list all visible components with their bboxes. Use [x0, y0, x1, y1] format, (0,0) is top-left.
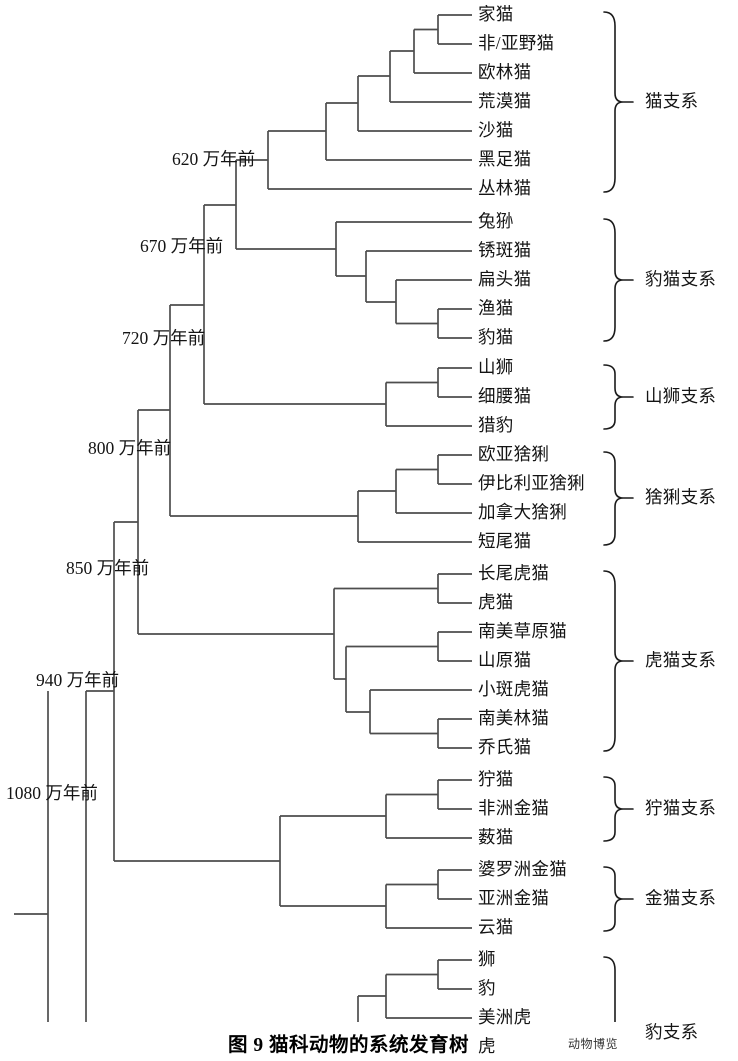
tip-label-11: 豹猫	[478, 327, 514, 347]
time-label-850: 850 万年前	[66, 558, 150, 578]
tip-label-0: 家猫	[478, 4, 514, 24]
brace-lynx	[603, 451, 634, 546]
tip-label-33: 豹	[478, 978, 496, 998]
tip-label-12: 山狮	[478, 357, 514, 377]
tip-label-4: 沙猫	[478, 120, 514, 140]
clade-label-panthera: 豹支系	[645, 1022, 699, 1042]
phylogenetic-tree-graphic	[14, 11, 634, 1022]
tip-label-7: 兔狲	[478, 211, 514, 231]
tip-label-9: 扁头猫	[478, 269, 532, 289]
brace-cat	[603, 11, 634, 193]
tip-label-3: 荒漠猫	[478, 91, 532, 111]
tip-label-35: 虎	[478, 1036, 496, 1056]
tip-label-18: 短尾猫	[478, 531, 532, 551]
tip-label-6: 丛林猫	[478, 178, 532, 198]
tip-label-34: 美洲虎	[478, 1007, 532, 1027]
tip-label-23: 小斑虎猫	[478, 679, 550, 699]
clade-label-leopard-cat: 豹猫支系	[645, 269, 717, 289]
clade-label-puma: 山狮支系	[645, 386, 717, 406]
tip-label-16: 伊比利亚猞猁	[478, 473, 585, 493]
tip-label-27: 非洲金猫	[478, 798, 550, 818]
tip-label-25: 乔氏猫	[478, 737, 532, 757]
figure-caption-title: 图 9 猫科动物的系统发育树	[228, 1035, 470, 1056]
tip-label-1: 非/亚野猫	[478, 33, 555, 53]
tip-label-5: 黑足猫	[478, 149, 532, 169]
tree-branch-lines	[14, 14, 472, 1022]
clade-label-lynx: 猞猁支系	[645, 487, 717, 507]
clade-label-ocelot: 虎猫支系	[645, 650, 717, 670]
clade-brace-group	[603, 11, 634, 1022]
tip-label-24: 南美林猫	[478, 708, 550, 728]
tip-label-20: 虎猫	[478, 592, 514, 612]
clade-label-caracal: 狞猫支系	[645, 798, 717, 818]
tip-label-13: 细腰猫	[478, 386, 532, 406]
figure-caption-row: 图 9 猫科动物的系统发育树 动物博览	[0, 1022, 738, 1061]
brace-bay-cat	[603, 866, 634, 932]
tip-label-30: 亚洲金猫	[478, 888, 550, 908]
tip-label-17: 加拿大猞猁	[478, 502, 567, 522]
tip-label-10: 渔猫	[478, 298, 514, 318]
time-label-800: 800 万年前	[88, 438, 172, 458]
tip-label-26: 狞猫	[478, 769, 514, 789]
tip-label-14: 猎豹	[478, 415, 514, 435]
tip-label-15: 欧亚猞猁	[478, 444, 550, 464]
brace-ocelot	[603, 570, 634, 752]
clade-label-cat: 猫支系	[645, 91, 699, 111]
tip-label-28: 薮猫	[478, 827, 514, 847]
time-label-620: 620 万年前	[172, 149, 256, 169]
brace-caracal	[603, 776, 634, 842]
tip-label-32: 狮	[478, 949, 496, 969]
time-label-720: 720 万年前	[122, 328, 206, 348]
tip-label-31: 云猫	[478, 917, 514, 937]
clade-label-bay-cat: 金猫支系	[645, 888, 717, 908]
tip-label-2: 欧林猫	[478, 62, 532, 82]
tip-label-29: 婆罗洲金猫	[478, 859, 567, 879]
tip-label-19: 长尾虎猫	[478, 563, 550, 583]
tip-label-8: 锈斑猫	[478, 240, 532, 260]
brace-leopard-cat	[603, 218, 634, 342]
tip-label-22: 山原猫	[478, 650, 532, 670]
time-label-1080: 1080 万年前	[6, 783, 98, 803]
figure-caption-source: 动物博览	[568, 1037, 619, 1051]
time-label-670: 670 万年前	[140, 236, 224, 256]
brace-puma	[603, 364, 634, 430]
tip-label-21: 南美草原猫	[478, 621, 567, 641]
brace-panthera	[603, 956, 616, 1022]
time-label-940: 940 万年前	[36, 670, 120, 690]
